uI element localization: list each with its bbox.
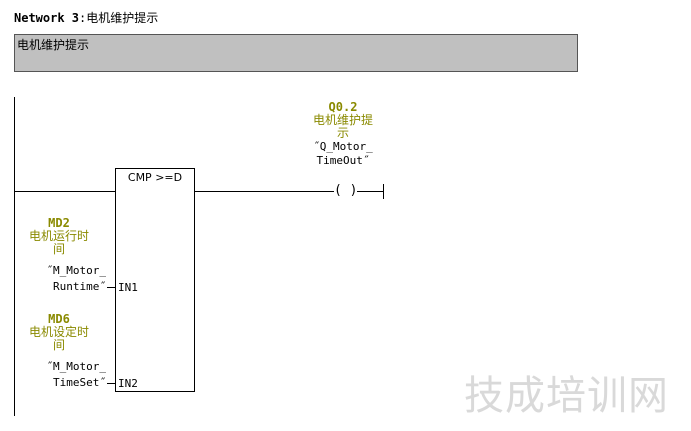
compare-box[interactable] (115, 168, 195, 392)
coil-symbol-line1: ˝Q_Motor_ (313, 140, 373, 153)
coil-address: Q0.2 (328, 100, 358, 114)
in2-comment-line1: 电机设定时 (28, 325, 89, 339)
in1-comment-line1: 电机运行时 (28, 229, 89, 243)
in1-symbol-line1: ˝M_Motor_ (46, 264, 106, 277)
in2-pin-label: IN2 (118, 377, 138, 390)
coil-label-group[interactable]: Q0.2 电机维护提 示 ˝Q_Motor_ TimeOut˝ (295, 101, 391, 168)
network-comment-text: 电机维护提示 (17, 38, 90, 52)
network-separator: : (79, 11, 87, 25)
in1-comment-line2: 间 (52, 242, 65, 256)
coil-comment-line2: 示 (336, 126, 349, 140)
in2-symbol-line2: TimeSet˝ (53, 376, 106, 389)
in1-operand-group[interactable]: MD2 电机运行时 间 (10, 217, 108, 256)
in1-address: MD2 (48, 216, 70, 230)
network-label: Network 3 (14, 11, 80, 25)
coil-icon[interactable]: ( ) (334, 183, 358, 199)
coil-comment-line1: 电机维护提 (312, 113, 373, 127)
in1-symbol-line2: Runtime˝ (53, 280, 106, 293)
in1-pin-label: IN1 (118, 281, 138, 294)
in2-operand-group[interactable]: MD6 电机设定时 间 (10, 313, 108, 352)
network-header: Network 3:电机维护提示 (14, 9, 158, 26)
in2-address: MD6 (48, 312, 70, 326)
compare-box-title: CMP >=D (127, 171, 183, 184)
in2-comment-line2: 间 (52, 338, 65, 352)
network-title: 电机维护提示 (86, 11, 159, 25)
in2-symbol-line1: ˝M_Motor_ (46, 360, 106, 373)
coil-symbol-line2: TimeOut˝ (316, 154, 370, 167)
network-comment-box[interactable]: 电机维护提示 (14, 34, 578, 72)
watermark: 技成培训网 (464, 373, 669, 419)
